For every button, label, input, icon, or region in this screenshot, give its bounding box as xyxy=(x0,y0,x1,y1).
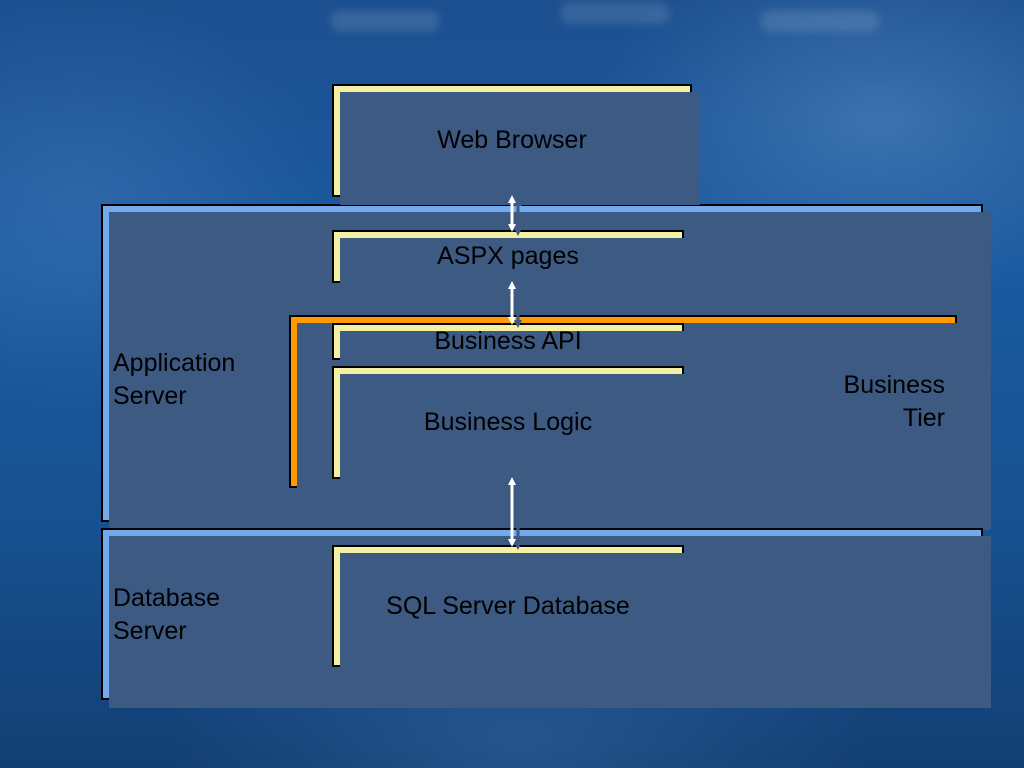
sql-server-database-label: SQL Server Database xyxy=(386,591,630,620)
database-server-label-line: Database xyxy=(113,584,221,612)
business-tier-label-line: Business xyxy=(843,371,945,399)
application-server-label-line: Server xyxy=(113,382,187,410)
business-tier-label-line: Tier xyxy=(902,404,945,432)
web-browser-node: Web Browser xyxy=(332,84,700,205)
business-logic-node: Business Logic xyxy=(332,366,692,487)
business-tier-label: Business Tier xyxy=(800,369,945,435)
database-server-label: Database Server xyxy=(113,582,220,648)
web-browser-label: Web Browser xyxy=(437,126,587,154)
aspx-pages-label: ASPX pages xyxy=(437,242,579,270)
sql-server-database-node: SQL Server Database xyxy=(332,545,692,675)
business-api-node: Business API xyxy=(332,323,692,368)
background-glare xyxy=(330,10,440,32)
business-logic-label: Business Logic xyxy=(423,408,593,436)
database-server-label-line: Server xyxy=(113,617,187,645)
aspx-pages-node: ASPX pages xyxy=(332,230,692,291)
application-server-label: Application Server xyxy=(113,347,235,413)
application-server-label-line: Application xyxy=(113,349,236,377)
background-glare xyxy=(560,2,670,24)
business-api-label: Business API xyxy=(434,327,582,355)
background-glare xyxy=(760,10,880,32)
